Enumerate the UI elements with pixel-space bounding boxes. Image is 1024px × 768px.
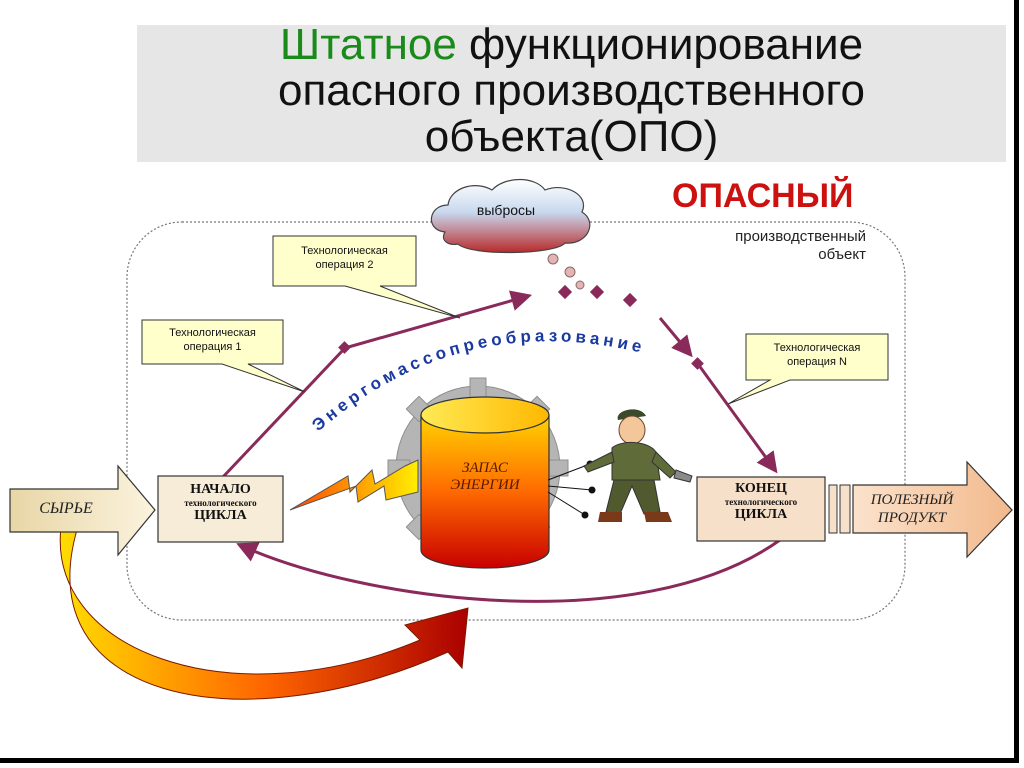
object-subtitle: производственный объект: [700, 228, 866, 264]
flow-node-1: [338, 341, 351, 354]
energy-label: ЗАПАС ЭНЕРГИИ: [421, 460, 549, 494]
worker-connectors: [547, 463, 593, 516]
energy-line1: ЗАПАС: [462, 460, 508, 476]
title-line-2: опасного производственного: [277, 66, 866, 115]
cycle-start-box: [157, 475, 284, 543]
start-line1: НАЧАЛО: [190, 482, 251, 497]
start-line2: технологического: [184, 498, 257, 508]
energy-reserve-cylinder: [420, 396, 550, 569]
end-label: КОНЕЦ технологического ЦИКЛА: [697, 481, 825, 523]
callout-op2: [272, 235, 461, 319]
end-line3: ЦИКЛА: [734, 507, 788, 522]
raw-material-arrow: [9, 464, 156, 557]
worker-icon: [583, 409, 693, 522]
product-arrow: [852, 460, 1013, 559]
flow-segment-1: [220, 346, 347, 480]
callout-op1: [141, 319, 306, 393]
stripe: [828, 484, 838, 534]
op1-label: Технологическая операция 1: [142, 326, 283, 354]
connector-dot: [588, 486, 596, 494]
opn-label: Технологическая операция N: [746, 341, 888, 369]
emissions-cloud: [430, 179, 591, 254]
object-heading: ОПАСНЫЙ: [672, 177, 854, 215]
raw-label: СЫРЬЕ: [39, 500, 93, 517]
op2-line2: операция 2: [315, 259, 374, 271]
cloud-trail-dot: [564, 266, 576, 278]
callout-opn: [727, 333, 889, 405]
product-line1: ПОЛЕЗНЫЙ: [870, 492, 954, 508]
flow-segment-2: [344, 290, 533, 350]
op1-line2: операция 1: [183, 341, 242, 353]
start-line3: ЦИКЛА: [194, 508, 247, 523]
op2-line1: Технологическая: [301, 245, 388, 257]
flow-node-3: [589, 284, 605, 300]
product-line2: ПРОДУКТ: [877, 510, 947, 526]
connector-dot: [581, 511, 589, 519]
object-subtitle-line1: производственный: [735, 228, 866, 245]
op2-label: Технологическая операция 2: [273, 244, 416, 272]
flow-node-4: [622, 292, 638, 308]
slide-title: Штатное функционирование опасного произв…: [137, 22, 1006, 160]
flow-segment-4: [696, 363, 778, 474]
title-line-3: объекта(ОПО): [424, 112, 719, 161]
object-subtitle-line2: объект: [818, 246, 866, 263]
stripe: [839, 484, 851, 534]
start-label: НАЧАЛО технологического ЦИКЛА: [158, 482, 283, 524]
product-label: ПОЛЕЗНЫЙ ПРОДУКТ: [862, 491, 962, 527]
title-accent-word: Штатное: [279, 20, 457, 69]
cycle-end-box: [696, 476, 826, 542]
title-background: [137, 25, 1006, 162]
energy-bolt: [289, 459, 419, 511]
emissions-label: выбросы: [476, 202, 536, 218]
energy-line2: ЭНЕРГИИ: [450, 477, 520, 493]
end-line2: технологического: [724, 497, 798, 507]
return-flow-arrow: [236, 538, 781, 603]
cloud-trail-dot: [575, 280, 585, 290]
title-word-2: функционирование: [456, 20, 864, 69]
opn-line1: Технологическая: [773, 342, 861, 354]
end-line1: КОНЕЦ: [735, 481, 787, 496]
flow-segment-3: [658, 317, 693, 358]
op1-line1: Технологическая: [169, 327, 256, 339]
flow-node-2: [557, 284, 573, 300]
cloud-trail-dot: [547, 253, 559, 265]
opn-line2: операция N: [787, 356, 847, 368]
raw-supply-arrow: [59, 519, 469, 700]
